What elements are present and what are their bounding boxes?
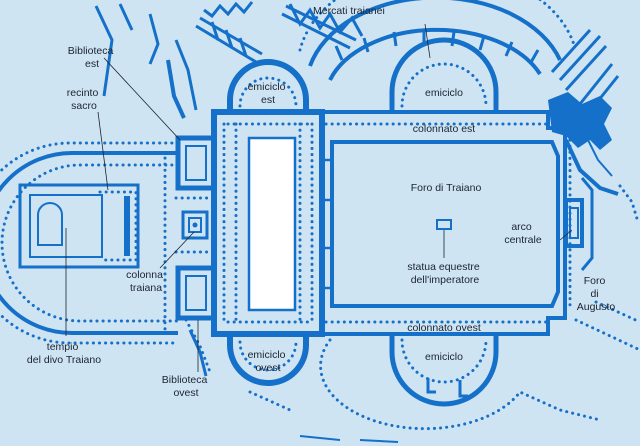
label-basilica-ulpia: Basilica Ulpia	[267, 190, 279, 257]
label-statua-equestre: statua equestre dell'imperatore	[407, 261, 482, 286]
label-biblioteca-ovest: Biblioteca ovest	[162, 374, 210, 399]
biblioteca-ovest-building	[175, 265, 217, 321]
emiciclo-ovest-apse	[227, 334, 309, 386]
label-emiciclo-south: emiciclo	[425, 351, 463, 363]
outer-colonnades	[184, 318, 602, 443]
label-foro-di-augusto: Foro di Augusto	[577, 275, 616, 313]
label-tempio-del-divo-traiano: tempio del divo Traiano	[27, 341, 101, 366]
label-biblioteca-est: Biblioteca est	[68, 45, 116, 70]
label-emiciclo-ovest: emiciclo ovest	[248, 349, 289, 374]
basilica-ulpia-building	[211, 109, 325, 337]
labels: Mercati traianei Biblioteca est recinto …	[27, 5, 615, 399]
emiciclo-est-apse	[227, 59, 309, 112]
arco-centrale-gate	[564, 177, 594, 271]
label-arco-centrale: arco centrale	[504, 221, 542, 246]
biblioteca-est-building	[175, 135, 217, 191]
label-colonnato-ovest: colonnato ovest	[407, 322, 481, 334]
label-colonnato-est: colonnato est	[413, 123, 476, 135]
label-emiciclo-north: emiciclo	[425, 87, 463, 99]
label-colonna-traiana: colonna traiana	[126, 269, 166, 294]
emiciclo-north-exedra	[389, 37, 499, 112]
label-foro-di-traiano: Foro di Traiano	[411, 182, 482, 194]
label-emiciclo-est: emiciclo est	[248, 81, 289, 106]
temple-of-trajan	[18, 183, 140, 269]
temple-precinct	[0, 141, 180, 345]
statua-equestre-base	[436, 219, 452, 230]
emiciclo-south-exedra	[389, 334, 499, 407]
label-mercati-traianei: Mercati traianei	[313, 5, 385, 17]
label-recinto-sacro: recinto sacro	[67, 87, 101, 112]
foro-di-augusto-area	[574, 184, 640, 352]
colonna-traiana-monument	[174, 196, 216, 254]
mercati-traianei-complex	[94, 0, 620, 196]
leader-lines	[65, 23, 573, 372]
